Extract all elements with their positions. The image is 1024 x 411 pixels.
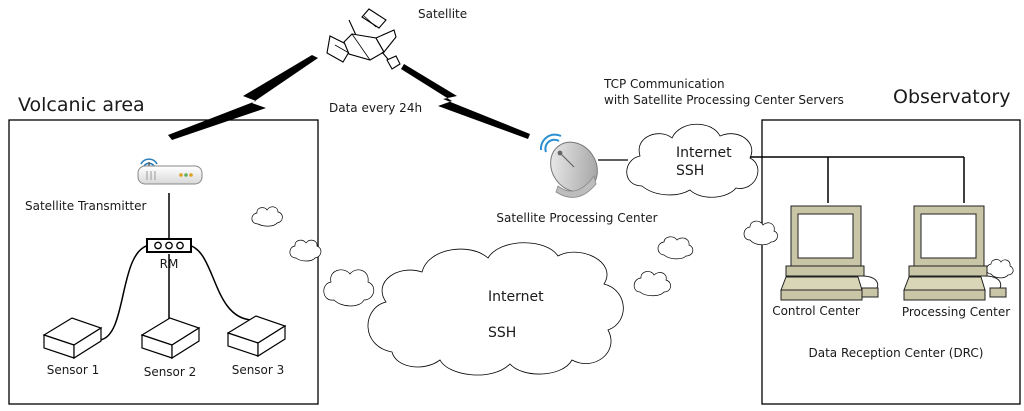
cloud-puff: [986, 259, 1014, 279]
tcp-communication-detail: with Satellite Processing Center Servers: [604, 93, 844, 107]
volcanic-area-frame: [8, 119, 319, 405]
observatory-title: Observatory: [893, 86, 1011, 108]
cloud-puff: [251, 206, 283, 227]
data-frequency-label: Data every 24h: [329, 101, 423, 115]
main-cloud-internet-label: Internet: [488, 289, 544, 305]
small-cloud-internet-label: Internet: [676, 145, 732, 161]
rm-module: [146, 238, 192, 253]
satellite-label: Satellite: [418, 7, 468, 21]
cloud-puff: [633, 271, 671, 297]
rm-label: RM: [159, 257, 179, 271]
processing-center-label: Processing Center: [901, 305, 1011, 319]
rm-sensor3-cable: [187, 244, 253, 321]
observatory-frame: [761, 119, 1021, 405]
cloud-internet-main: [367, 242, 624, 376]
drc-label: Data Reception Center (DRC): [808, 346, 984, 360]
tcp-communication-label: TCP Communication: [604, 77, 725, 91]
sensor-1-label: Sensor 1: [46, 363, 100, 377]
satellite-dish-icon: [539, 133, 598, 198]
cloud-puff: [657, 236, 694, 260]
desktop-computer-icon: [780, 205, 879, 301]
control-center-label: Control Center: [772, 304, 860, 318]
sensor-2-box: [140, 317, 201, 360]
cloud-internet-small: [626, 123, 759, 198]
sensor-2-label: Sensor 2: [143, 365, 197, 379]
small-cloud-ssh-label: SSH: [676, 163, 705, 179]
desktop-computer-icon: [903, 205, 1007, 301]
volcanic-area-title: Volcanic area: [18, 94, 145, 116]
sensor-1-box: [42, 317, 103, 360]
rm-sensor1-cable: [99, 244, 151, 341]
cloud-puff: [743, 220, 778, 246]
sensor-3-box: [226, 315, 287, 358]
satellite-icon: [326, 8, 401, 70]
sensor-3-label: Sensor 3: [231, 363, 285, 377]
satellite-processing-center-label: Satellite Processing Center: [496, 211, 658, 225]
lightning-link-satellite-transmitter: [168, 55, 318, 140]
satellite-transmitter-icon: [137, 158, 203, 185]
satellite-transmitter-label: Satellite Transmitter: [25, 199, 147, 213]
lightning-link-satellite-processing: [401, 64, 530, 139]
cloud-puff: [289, 239, 322, 262]
main-cloud-ssh-label: SSH: [488, 325, 517, 341]
cloud-puff: [323, 269, 375, 307]
